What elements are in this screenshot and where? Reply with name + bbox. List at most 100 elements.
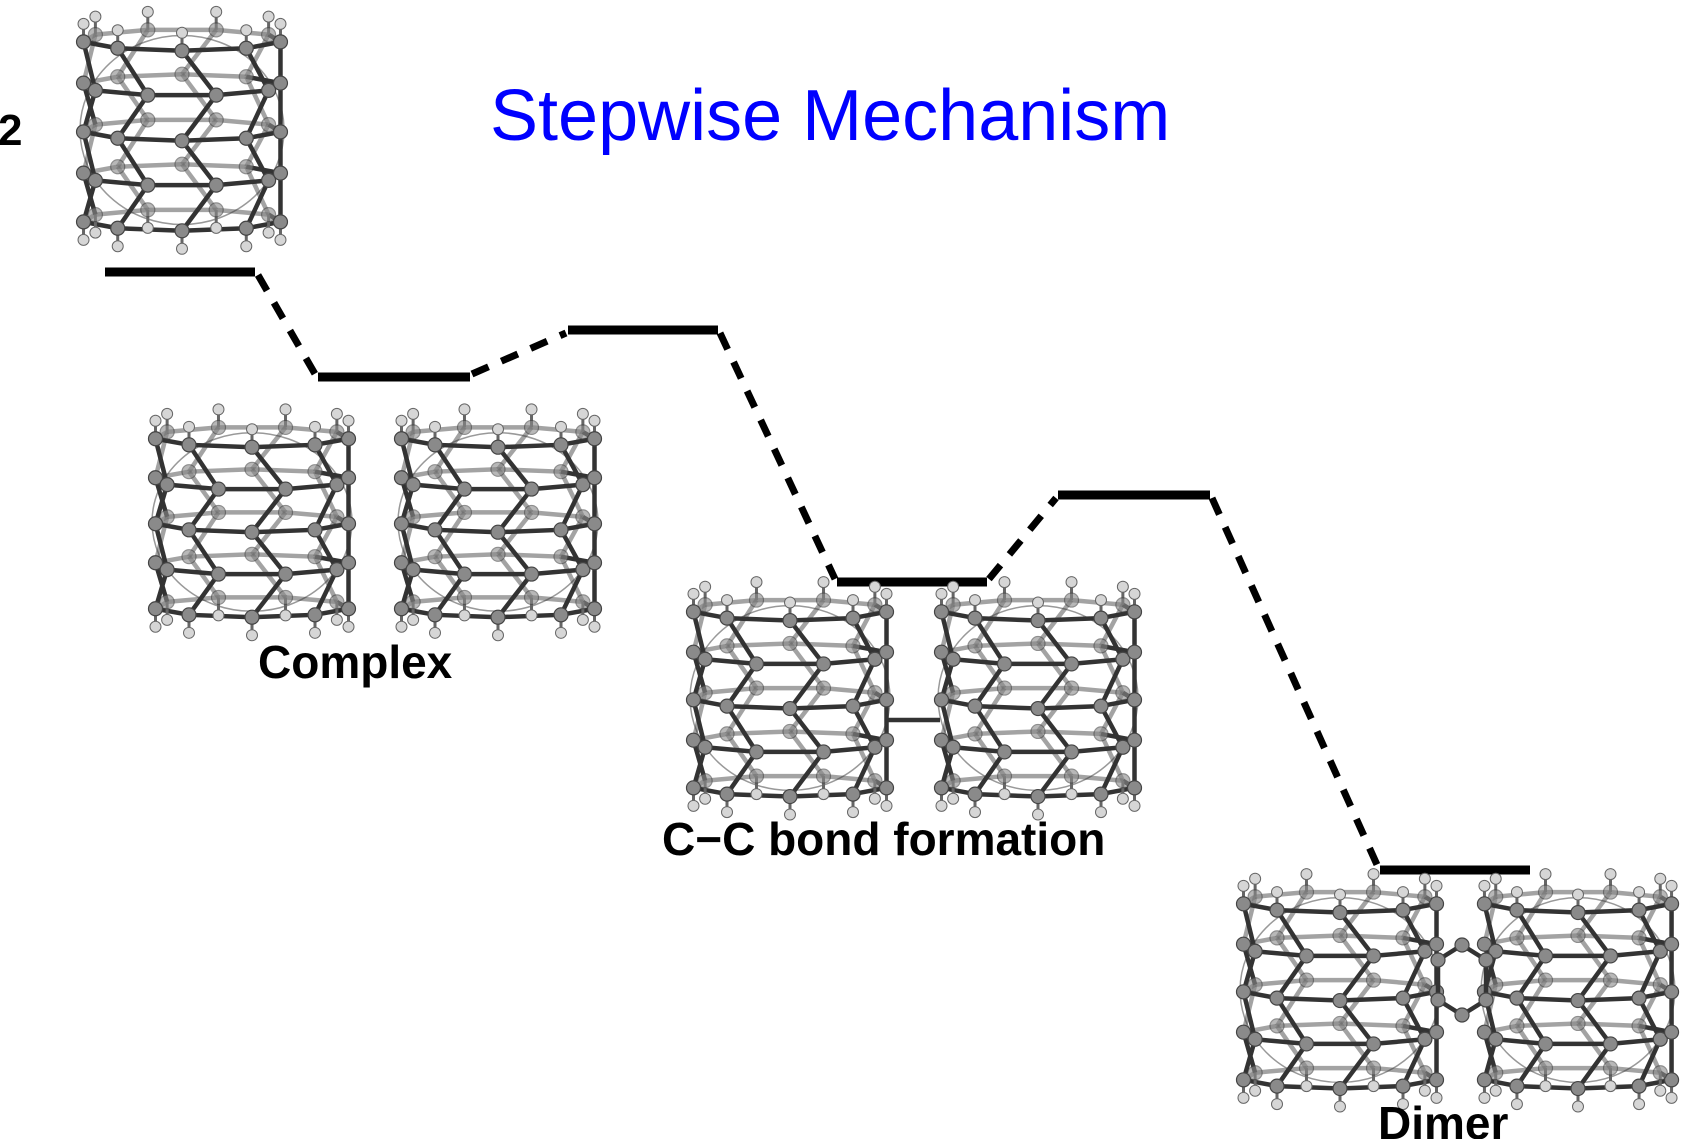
- cc-bond: [244, 165, 271, 216]
- cc-bond: [1037, 729, 1102, 737]
- carbon-atom: [1663, 1072, 1680, 1088]
- cc-bond: [1099, 617, 1125, 661]
- carbon-atom: [110, 130, 126, 146]
- cc-bond: [81, 41, 98, 91]
- carbon-atom: [1093, 638, 1109, 654]
- cc-bond: [399, 438, 416, 486]
- carbon-atom: [1247, 1065, 1263, 1081]
- carbon-atom: [575, 594, 591, 610]
- cc-bond: [187, 470, 221, 514]
- carbon-atom: [75, 75, 92, 91]
- carbon-atom: [685, 604, 702, 620]
- cc-bond: [250, 445, 288, 491]
- label-cc-bond-formation: C−C bond formation: [662, 813, 1105, 865]
- carbon-atom: [1269, 1078, 1285, 1094]
- hydrogen-atom: [141, 221, 154, 234]
- carbon-atom: [1093, 698, 1109, 714]
- carbon-atom: [210, 589, 227, 606]
- cc-bond: [850, 644, 877, 694]
- carbon-atom: [1602, 972, 1619, 988]
- carbon-atom: [575, 561, 591, 578]
- carbon-atom: [261, 82, 277, 99]
- carbon-atom: [307, 522, 323, 538]
- cc-bond: [1515, 996, 1548, 1046]
- carbon-atom: [945, 597, 961, 613]
- hydrogen-atom: [1633, 1098, 1646, 1111]
- cc-bond: [1254, 949, 1307, 959]
- hydrogen-atom: [342, 620, 355, 633]
- carbon-atom: [210, 566, 227, 582]
- carbon-atom: [933, 692, 950, 708]
- cc-bond: [788, 686, 826, 733]
- cc-bond: [215, 207, 269, 217]
- cc-bond: [497, 527, 562, 535]
- cc-bond: [497, 442, 562, 450]
- hydrogen-atom: [330, 613, 343, 626]
- carbon-atom: [1332, 1015, 1348, 1032]
- carbon-atom: [586, 431, 603, 447]
- cc-bond: [789, 641, 854, 649]
- cc-bond: [788, 619, 826, 666]
- cc-bond: [1482, 903, 1498, 952]
- cc-bond: [187, 528, 221, 576]
- cc-bond: [1338, 954, 1376, 1002]
- cc-bond: [1637, 983, 1663, 1027]
- carbon-atom: [490, 609, 506, 625]
- carbon-atom: [140, 177, 156, 193]
- cc-bond: [496, 426, 534, 471]
- hydrogen-atom: [935, 587, 948, 600]
- carbon-atom: [1115, 773, 1131, 789]
- hydrogen-atom: [342, 414, 355, 427]
- cc-bond: [850, 746, 877, 796]
- cc-bond: [1071, 773, 1124, 783]
- cc-bond: [725, 704, 759, 754]
- hydrogen-atom: [279, 609, 292, 622]
- cc-bond: [851, 603, 877, 647]
- carbon-atom: [867, 773, 883, 789]
- cc-bond: [1576, 1042, 1613, 1090]
- hydrogen-atom: [817, 788, 830, 801]
- carbon-atom: [490, 439, 506, 455]
- cc-bond: [1515, 954, 1548, 1000]
- carbon-atom: [945, 739, 961, 755]
- hydrogen-atom: [240, 24, 253, 37]
- carbon-atom: [1430, 992, 1446, 1008]
- hydrogen-atom: [308, 626, 321, 639]
- carbon-atom: [815, 680, 832, 696]
- hydrogen-atom: [458, 403, 471, 416]
- cc-bond: [974, 641, 1039, 649]
- carbon-atom: [1537, 1060, 1554, 1076]
- hydrogen-atom: [407, 613, 420, 626]
- hydrogen-atom: [1654, 1084, 1667, 1097]
- carbon-atom: [575, 424, 591, 440]
- carbon-atom: [1247, 943, 1263, 959]
- cc-bond: [1400, 950, 1427, 1000]
- label-complex: Complex: [258, 636, 453, 688]
- carbon-atom: [996, 592, 1013, 608]
- cc-bond: [312, 555, 339, 603]
- cc-bond: [1373, 1065, 1426, 1075]
- carbon-atom: [277, 504, 294, 521]
- carbon-atom: [456, 419, 473, 436]
- cc-bond: [181, 46, 247, 54]
- carbon-atom: [147, 470, 164, 486]
- carbon-atom: [1476, 936, 1493, 952]
- hydrogen-atom: [212, 609, 225, 622]
- carbon-atom: [208, 177, 224, 193]
- carbon-atom: [174, 43, 190, 59]
- carbon-atom: [140, 202, 156, 218]
- cc-bond: [244, 89, 271, 140]
- hydrogen-atom: [576, 407, 589, 420]
- carbon-atom: [181, 607, 197, 623]
- cc-bond: [1254, 1065, 1307, 1075]
- hydrogen-atom: [1300, 1080, 1313, 1093]
- carbon-atom: [405, 509, 421, 525]
- carbon-atom: [456, 504, 473, 521]
- carbon-atom: [782, 612, 798, 629]
- carbon-atom: [238, 130, 254, 146]
- carbon-atom: [110, 220, 126, 236]
- hydrogen-atom: [1396, 886, 1409, 899]
- carbon-atom: [1063, 656, 1080, 672]
- cc-bond: [1036, 598, 1074, 645]
- cc-bond: [244, 179, 271, 230]
